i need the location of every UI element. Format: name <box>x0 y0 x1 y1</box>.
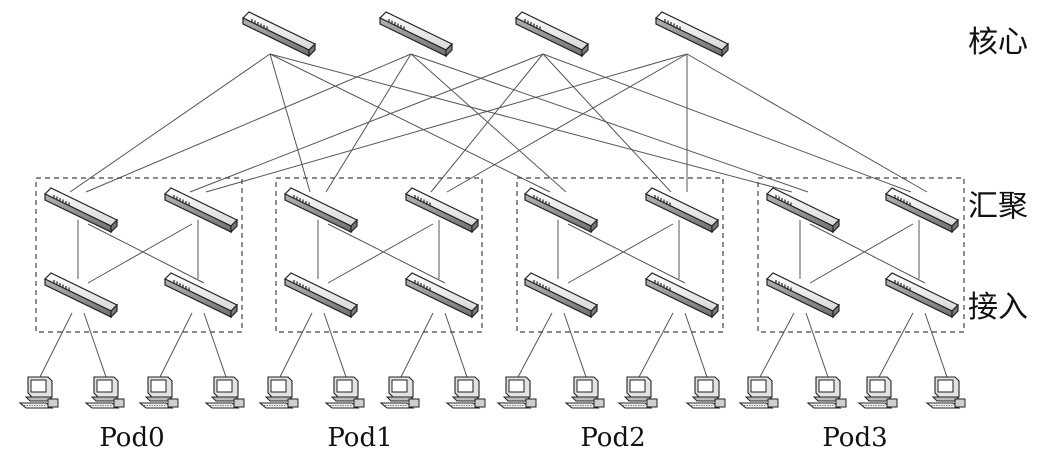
pod-box-2 <box>516 177 724 333</box>
core-switch-1 <box>379 11 453 57</box>
pod-label-2: Pod2 <box>580 423 645 453</box>
pc-icon-15 <box>926 376 966 409</box>
access-layer-label: 接入 <box>968 290 1028 325</box>
pc-icon-5 <box>325 376 365 409</box>
aggregation-switch-1-1 <box>405 187 479 233</box>
access-switch-2-0 <box>524 272 598 318</box>
aggregation-switch-2-1 <box>645 187 719 233</box>
pod-boxes <box>35 177 965 333</box>
pc-icon-1 <box>85 376 125 409</box>
aggregation-switch-2-0 <box>524 187 598 233</box>
aggregation-switch-0-1 <box>164 187 238 233</box>
pc-icon-2 <box>139 376 179 409</box>
aggregation-layer-label: 汇聚 <box>968 189 1028 224</box>
pc-icon-13 <box>807 376 847 409</box>
pc-icon-3 <box>205 376 245 409</box>
pod-box-1 <box>275 177 483 333</box>
aggregation-switch-3-1 <box>885 187 959 233</box>
core-switch-2 <box>515 11 589 57</box>
pc-icon-9 <box>565 376 605 409</box>
pod-label-3: Pod3 <box>822 423 887 453</box>
pc-icon-4 <box>259 376 299 409</box>
access-switch-0-0 <box>44 272 118 318</box>
core-switch-3 <box>655 11 729 57</box>
pod-label-0: Pod0 <box>99 423 164 453</box>
access-switch-1-1 <box>405 272 479 318</box>
pc-icon-8 <box>497 376 537 409</box>
access-switch-0-1 <box>164 272 238 318</box>
pc-icon-7 <box>446 376 486 409</box>
pod-label-1: Pod1 <box>327 423 392 453</box>
pc-icon-6 <box>380 376 420 409</box>
pod-box-0 <box>35 177 243 333</box>
network-nodes <box>19 11 966 409</box>
core-layer-label: 核心 <box>968 25 1028 60</box>
network-links <box>39 53 948 378</box>
access-switch-1-0 <box>284 272 358 318</box>
access-switch-3-1 <box>885 272 959 318</box>
aggregation-switch-3-0 <box>766 187 840 233</box>
pc-icon-12 <box>739 376 779 409</box>
pc-icon-10 <box>618 376 658 409</box>
pc-icon-11 <box>686 376 726 409</box>
pc-icon-0 <box>19 376 59 409</box>
access-switch-2-1 <box>645 272 719 318</box>
aggregation-switch-1-0 <box>284 187 358 233</box>
aggregation-switch-0-0 <box>44 187 118 233</box>
access-switch-3-0 <box>766 272 840 318</box>
core-switch-0 <box>242 11 316 57</box>
pc-icon-14 <box>858 376 898 409</box>
pod-box-3 <box>757 177 965 333</box>
